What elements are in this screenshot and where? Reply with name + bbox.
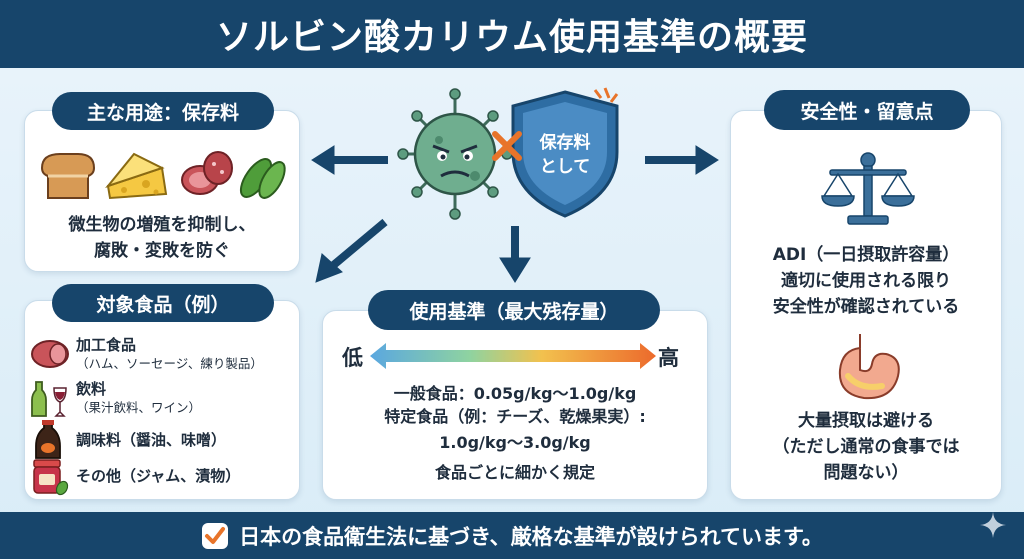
pickle-icon bbox=[239, 158, 286, 199]
standard-line-3: 1.0g/kg〜3.0g/kg bbox=[439, 433, 591, 452]
uses-description-2: 腐敗・変敗を防ぐ bbox=[94, 241, 230, 261]
food-item-others: その他（ジャム、漬物） bbox=[28, 456, 240, 496]
food-item-main: その他（ジャム、漬物） bbox=[76, 466, 241, 485]
standard-heading: 使用基準（最大残存量） bbox=[368, 290, 660, 330]
caution-line-3: 問題ない） bbox=[823, 463, 909, 483]
food-item-main: 加工食品 bbox=[76, 336, 137, 354]
checkmark-icon bbox=[201, 522, 229, 550]
jam-icon bbox=[28, 456, 70, 496]
food-item-main: 調味料（醤油、味噌） bbox=[76, 430, 227, 449]
uses-icons bbox=[38, 146, 288, 202]
adi-line-3: 安全性が確認されている bbox=[772, 297, 960, 317]
shield-text-1: 保存料 bbox=[539, 132, 591, 153]
foods-heading: 対象食品（例） bbox=[52, 284, 274, 322]
standard-line-2: 特定食品（例：チーズ、乾燥果実）: bbox=[384, 407, 646, 426]
title-bar: ソルビン酸カリウム使用基準の概要 bbox=[0, 0, 1024, 68]
caution-line-1: 大量摂取は避ける bbox=[798, 411, 934, 431]
food-item-seasonings: 調味料（醤油、味噌） bbox=[28, 420, 226, 460]
arrow-down-left-icon bbox=[315, 218, 388, 283]
shield-icon: 保存料 として bbox=[511, 87, 619, 218]
soy-sauce-icon bbox=[28, 420, 70, 460]
standard-line-1: 一般食品：0.05g/kg〜1.0g/kg bbox=[393, 384, 637, 403]
shield-text-2: として bbox=[540, 157, 591, 177]
adi-line-1: ADI（一日摂取許容量） bbox=[772, 245, 960, 265]
footer-message: 日本の食品衛生法に基づき、厳格な基準が設けられています。 bbox=[239, 524, 823, 549]
standard-card bbox=[322, 310, 708, 500]
scale-low-label: 低 bbox=[342, 346, 363, 370]
cheese-icon bbox=[105, 152, 168, 200]
sparkle-icon bbox=[980, 512, 1006, 538]
safety-heading: 安全性・留意点 bbox=[764, 90, 970, 130]
food-item-sub: （果汁飲料、ワイン） bbox=[76, 400, 202, 415]
scale-icon bbox=[820, 150, 916, 228]
food-item-main: 飲料 bbox=[76, 380, 107, 398]
arrow-left-icon bbox=[311, 145, 388, 175]
scale-high-label: 高 bbox=[658, 346, 679, 370]
bread-icon bbox=[40, 153, 96, 199]
cross-icon bbox=[492, 131, 522, 161]
uses-heading: 主な用途：保存料 bbox=[52, 92, 274, 130]
ham-icon bbox=[28, 334, 70, 374]
caution-line-2: （ただし通常の食事では bbox=[772, 437, 960, 457]
center-graphic: 保存料 として bbox=[395, 84, 635, 224]
food-item-processed: 加工食品 （ハム、ソーセージ、練り製品） bbox=[28, 334, 263, 374]
foods-card bbox=[24, 300, 300, 500]
adi-line-2: 適切に使用される限り bbox=[781, 271, 951, 291]
scale-gradient-arrow bbox=[370, 343, 656, 369]
standard-line-4: 食品ごとに細かく規定 bbox=[434, 463, 595, 482]
arrow-down-icon bbox=[499, 226, 531, 283]
uses-description-1: 微生物の増殖を抑制し、 bbox=[68, 215, 256, 235]
footer-bar: 日本の食品衛生法に基づき、厳格な基準が設けられています。 bbox=[0, 512, 1024, 559]
food-item-drinks: 飲料 （果汁飲料、ワイン） bbox=[28, 378, 201, 418]
page-title: ソルビン酸カリウム使用基準の概要 bbox=[215, 17, 808, 58]
stomach-icon bbox=[830, 332, 906, 402]
sausage-icon bbox=[181, 151, 233, 195]
arrow-right-icon bbox=[645, 145, 719, 175]
drink-icon bbox=[28, 378, 70, 418]
food-item-sub: （ハム、ソーセージ、練り製品） bbox=[76, 356, 263, 371]
